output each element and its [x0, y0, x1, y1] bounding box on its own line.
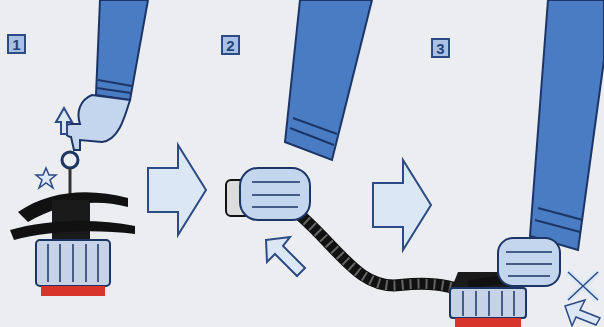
valve-head — [52, 200, 90, 240]
step-three-illustration — [450, 0, 604, 327]
cuff — [535, 208, 583, 232]
pin — [69, 168, 72, 196]
up-arrow — [56, 108, 72, 134]
star — [36, 168, 56, 188]
cuff — [290, 118, 337, 145]
hand — [240, 168, 310, 220]
arm — [96, 0, 148, 100]
aim-arrow — [266, 237, 305, 276]
hand — [498, 238, 560, 286]
arm — [530, 0, 604, 250]
pin-ring — [62, 152, 78, 168]
cuff — [97, 80, 132, 93]
step-number: 2 — [226, 38, 234, 53]
squeeze-mark — [568, 272, 598, 300]
cylinder-ribs — [48, 244, 98, 282]
cylinder-red — [41, 286, 105, 296]
step-one-illustration — [10, 0, 148, 296]
step-arrow — [148, 145, 206, 235]
fingers — [252, 182, 300, 207]
step-number: 1 — [12, 37, 20, 52]
step-number-box: 1 — [7, 34, 26, 54]
arm — [285, 0, 372, 160]
cylinder-red — [455, 318, 521, 327]
step-arrow — [373, 160, 431, 250]
cylinder — [36, 240, 110, 286]
squeeze-mark-outline — [568, 272, 598, 300]
step-two-illustration — [226, 0, 462, 290]
step-number-box: 2 — [221, 35, 240, 55]
step-number: 3 — [436, 41, 444, 56]
fingers — [506, 252, 552, 276]
cylinder — [450, 288, 526, 318]
handle — [10, 221, 135, 240]
squeeze-arrow — [565, 300, 600, 326]
cylinder-ribs — [463, 291, 514, 316]
step-number-box: 3 — [431, 38, 450, 58]
hand — [65, 95, 130, 150]
